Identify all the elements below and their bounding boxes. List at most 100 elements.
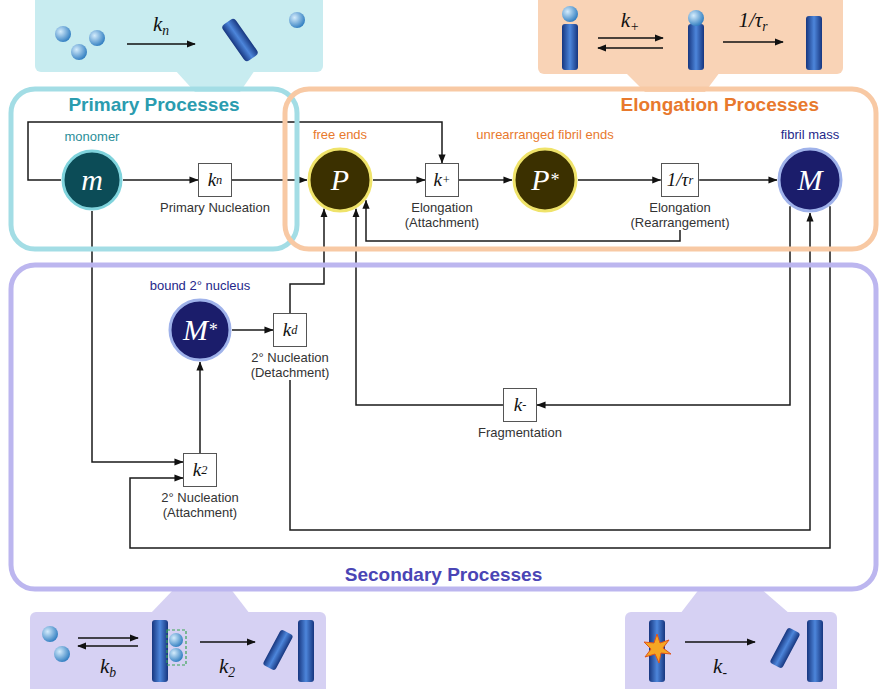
process-band: Primary ProcessesmonomermknPrimary Nucle… [8,86,300,252]
species-symbol: P [307,147,373,213]
callout-panel: k+ 1/τr [538,0,843,74]
process-caption: 2° Nucleation (Attachment) [144,490,256,520]
monomer-ball [562,6,578,22]
rate-constant: k+ [621,8,640,32]
monomer-ball [71,44,87,60]
symbol-base: k [100,654,109,678]
process-caption: Primary Nucleation [160,200,270,215]
flow-arrow [459,179,512,181]
band-border [11,89,297,249]
monomer-ball [42,626,58,642]
reaction-arrow [78,637,138,639]
rate-constant: k- [503,388,537,422]
reaction-arrow [200,641,255,643]
species-label: bound 2° nucleus [150,278,251,294]
symbol-index: n [162,23,169,38]
reaction-arrow [78,645,138,647]
rate-constant: kb [100,654,116,678]
symbol-base: k [153,12,162,36]
symbol-index: r [762,19,767,34]
reaction-arrow [723,41,783,43]
process-caption: Fragmentation [478,425,562,440]
band-border [285,89,876,249]
symbol-base: k [434,169,442,191]
band-border [11,265,876,589]
species-shape: M* [168,298,232,362]
callout-panel: kn [35,0,323,72]
band-outline [8,262,879,592]
species-circle: unrearranged fibril endsP* [475,127,614,213]
symbol-base: 1/τ [667,169,689,191]
flow-arrow [373,179,425,181]
secondary-nucleation-sketch [42,620,314,682]
monomer-ball [688,10,704,26]
callout-panel: k- [625,612,837,689]
species-circle-shape [514,149,576,211]
rate-constant: 1/τr [661,163,699,197]
rate-constant: k2 [219,654,235,678]
symbol-base: k [219,654,228,678]
species-label: unrearranged fibril ends [476,127,613,143]
reaction-arrow [685,641,755,643]
nucleus-box [167,630,186,665]
flow-arrow [699,179,777,181]
symbol-index: 2 [228,665,235,680]
callout-wedge [150,588,250,614]
band-heading: Primary Processes [68,94,239,116]
flow-arrow [578,179,661,181]
process-caption: Elongation (Rearrangement) [624,200,736,230]
process-band: Elongation Processesfree endsPk+Elongati… [282,86,879,252]
species-circle-shape [170,300,230,360]
fibril-rod [152,620,168,682]
rate-box: k+Elongation (Attachment) [385,163,499,230]
fibril-rod [688,24,704,70]
callout-wedge [680,588,790,614]
flow-arrow [123,179,198,181]
species-circle: monomer m [60,129,124,211]
symbol-index: - [722,665,727,680]
symbol-base: k [208,169,216,191]
species-shape: m [61,149,123,211]
rate-constant: 1/τr [738,8,767,32]
fragmentation-sketch [644,620,823,682]
species-label: free ends [313,127,367,143]
rate-constant: k- [713,654,727,678]
flow-arrow [537,206,790,405]
rate-constant: kd [273,313,307,347]
flow-arrow [130,206,830,548]
species-circle: bound 2° nucleusM* [149,278,252,362]
fibril-rod [298,620,314,682]
species-circle: fibril massM [776,127,844,213]
species-symbol: P* [512,147,578,213]
fibril-rod [806,16,822,70]
monomer-ball [89,30,105,46]
monomer-ball [54,646,70,662]
fibril-rod [769,627,800,669]
callout-panel-ground [538,0,843,74]
symbol-base: 1/τ [738,8,762,32]
fibril-rod [807,620,823,682]
species-label: monomer [65,129,120,145]
symbol-index: + [630,19,639,34]
rate-constant: k2 [183,453,217,487]
species-shape: P* [512,147,578,213]
callout-panel-ground [625,612,837,689]
flow-arrow [199,362,201,453]
callout-panel-ground [35,0,323,72]
fibril-rod [221,17,259,62]
symbol-base: P [531,163,549,197]
fibril-rod [562,24,578,70]
monomer-ball [169,633,183,647]
monomer-ball [169,648,183,662]
band-heading: Elongation Processes [620,94,819,116]
monomer-ball [289,12,305,28]
band-heading: Secondary Processes [345,564,543,586]
flow-arrow [290,213,810,530]
rate-constant: k+ [425,163,459,197]
species-shape: P [307,147,373,213]
symbol-base: M [183,313,208,347]
process-caption: Elongation (Attachment) [386,200,498,230]
monomer-ball [55,26,71,42]
species-shape: M [777,147,843,213]
